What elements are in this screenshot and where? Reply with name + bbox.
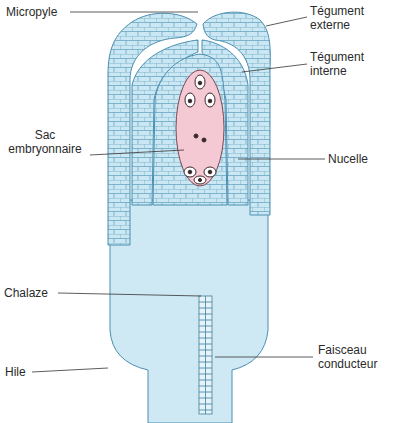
leader-lines <box>32 12 325 372</box>
part-label: Micropyle <box>6 5 70 19</box>
part-label: Chalaze <box>4 286 58 300</box>
part-label: Hile <box>5 365 35 379</box>
funicle-body <box>110 200 268 423</box>
vascular-bundle <box>199 296 212 414</box>
part-label: Sac embryonnaire <box>2 128 88 156</box>
part-label: Tégument interne <box>310 50 380 78</box>
nuclei <box>184 75 216 184</box>
part-label: Faisceau conducteur <box>318 343 398 371</box>
nucellus <box>153 54 227 205</box>
part-label: Nucelle <box>328 152 398 166</box>
embryo-sac <box>176 70 224 186</box>
part-label: Tégument externe <box>310 4 380 32</box>
